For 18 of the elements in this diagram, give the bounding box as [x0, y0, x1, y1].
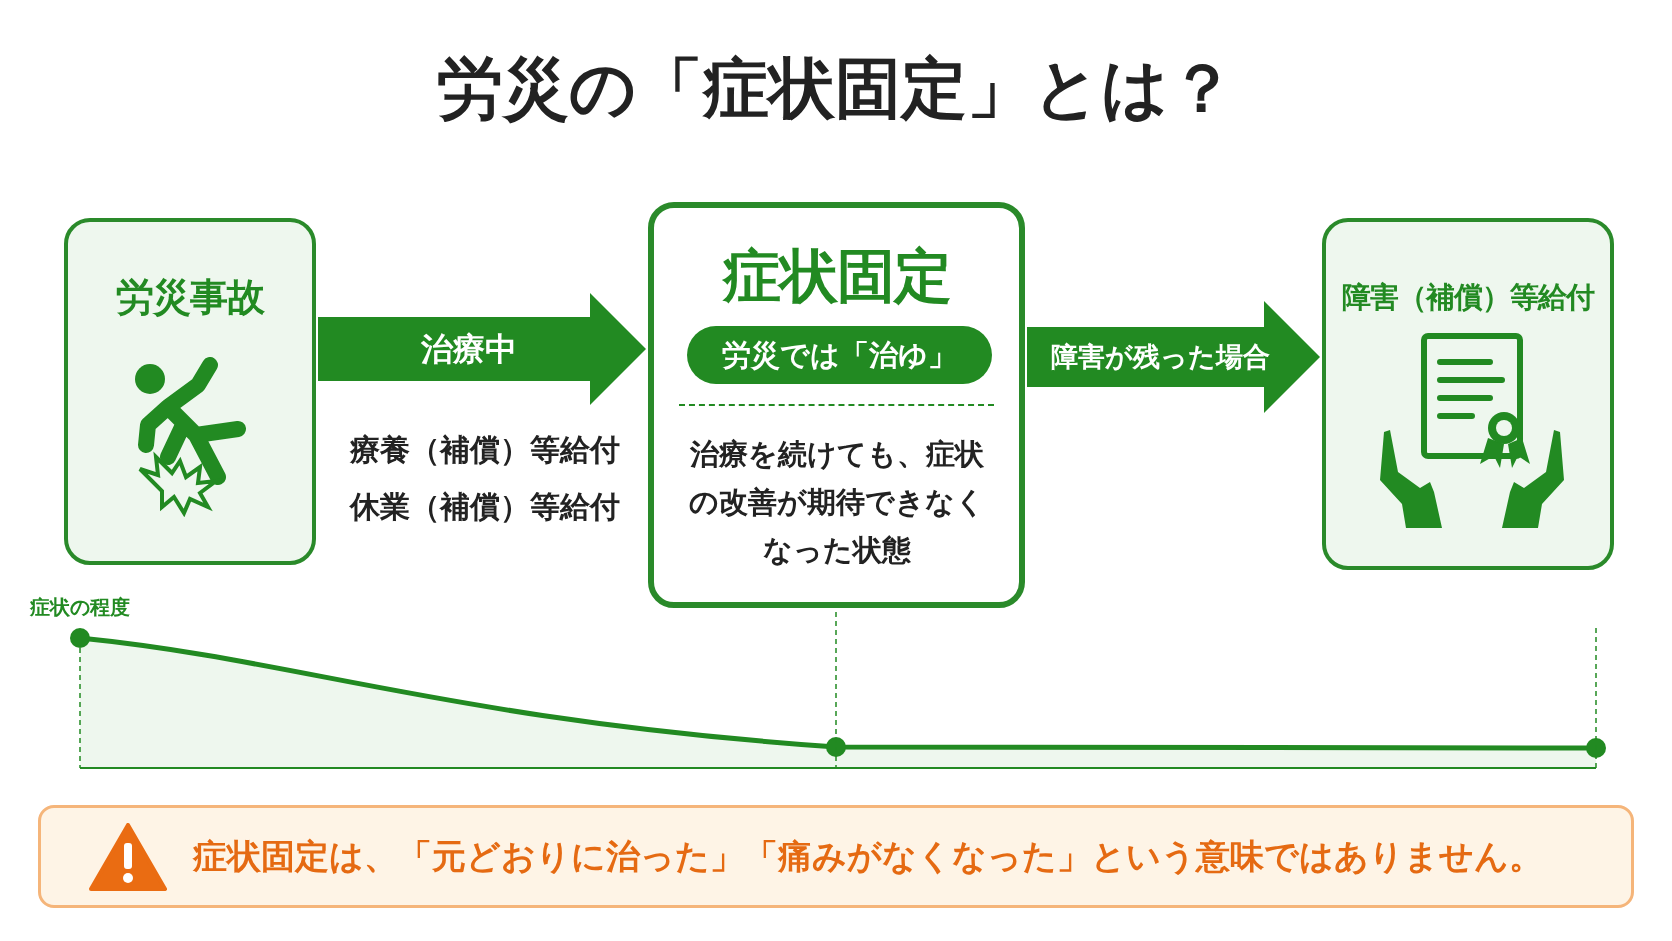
card-heading: 症状固定: [721, 241, 952, 312]
arrow: [318, 293, 646, 405]
status-card: [648, 202, 1025, 608]
benefit-label: 療養（補償）等給付: [350, 431, 620, 469]
axis-label: 症状の程度: [30, 594, 130, 621]
card-heading: 障害（補償）等給付: [1341, 279, 1596, 316]
event-card: [64, 218, 316, 565]
edge-label: 障害が残った場合: [1050, 340, 1271, 374]
title: 労災の「症状固定」とは？: [436, 49, 1236, 129]
warning-text: 症状固定は、「元どおりに治った」「痛みがなくなった」という意味ではありません。: [193, 835, 1543, 878]
warning-banner: [38, 805, 1634, 908]
edge-label: 治療中: [420, 329, 518, 369]
benefit-label: 休業（補償）等給付: [350, 488, 620, 526]
card-text: 治療を続けても、症状の改善が期待できなくなった状態: [687, 436, 986, 569]
status-pill: 労災では「治ゆ」: [687, 326, 992, 384]
card-heading: 労災事故: [115, 274, 266, 321]
benefit-card: [1322, 218, 1614, 570]
arrow: [1027, 301, 1320, 413]
